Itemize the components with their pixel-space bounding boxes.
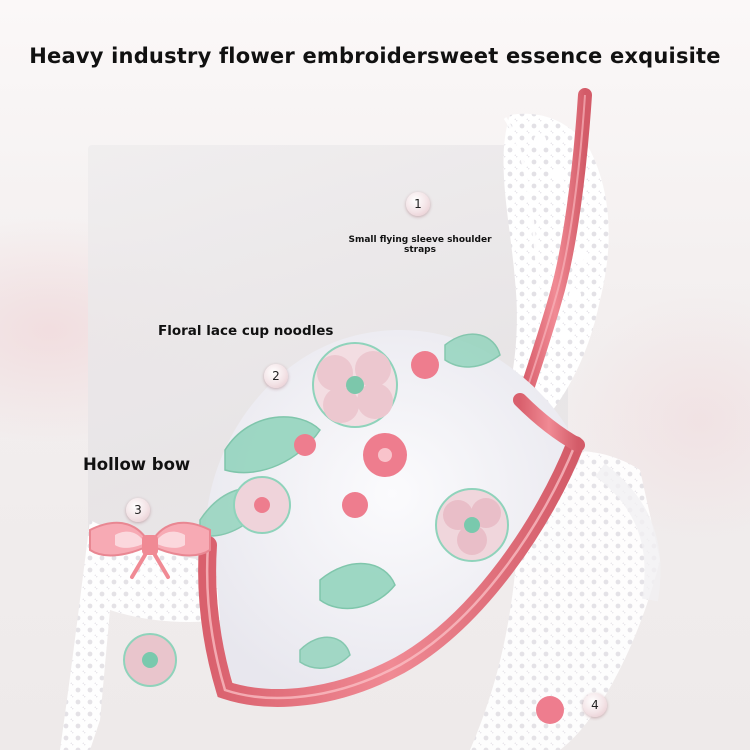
callout-badge-4: 4 (583, 693, 607, 717)
headline: Heavy industry flower embroidersweet ess… (29, 44, 721, 68)
callout-label-strap: Small flying sleeve shoulder straps (348, 235, 492, 255)
cup-top-edge (513, 393, 585, 452)
callout-badge-2: 2 (264, 364, 288, 388)
callout-label-cup: Floral lace cup noodles (158, 323, 334, 339)
hollow-bow (89, 521, 211, 579)
right-lace-wing (470, 451, 661, 750)
callout-badge-1: 1 (406, 192, 430, 216)
left-lace-band (60, 520, 220, 750)
callout-badge-3: 3 (126, 498, 150, 522)
callout-label-bow: Hollow bow (83, 455, 191, 474)
pink-flower-embroidery (123, 342, 564, 724)
